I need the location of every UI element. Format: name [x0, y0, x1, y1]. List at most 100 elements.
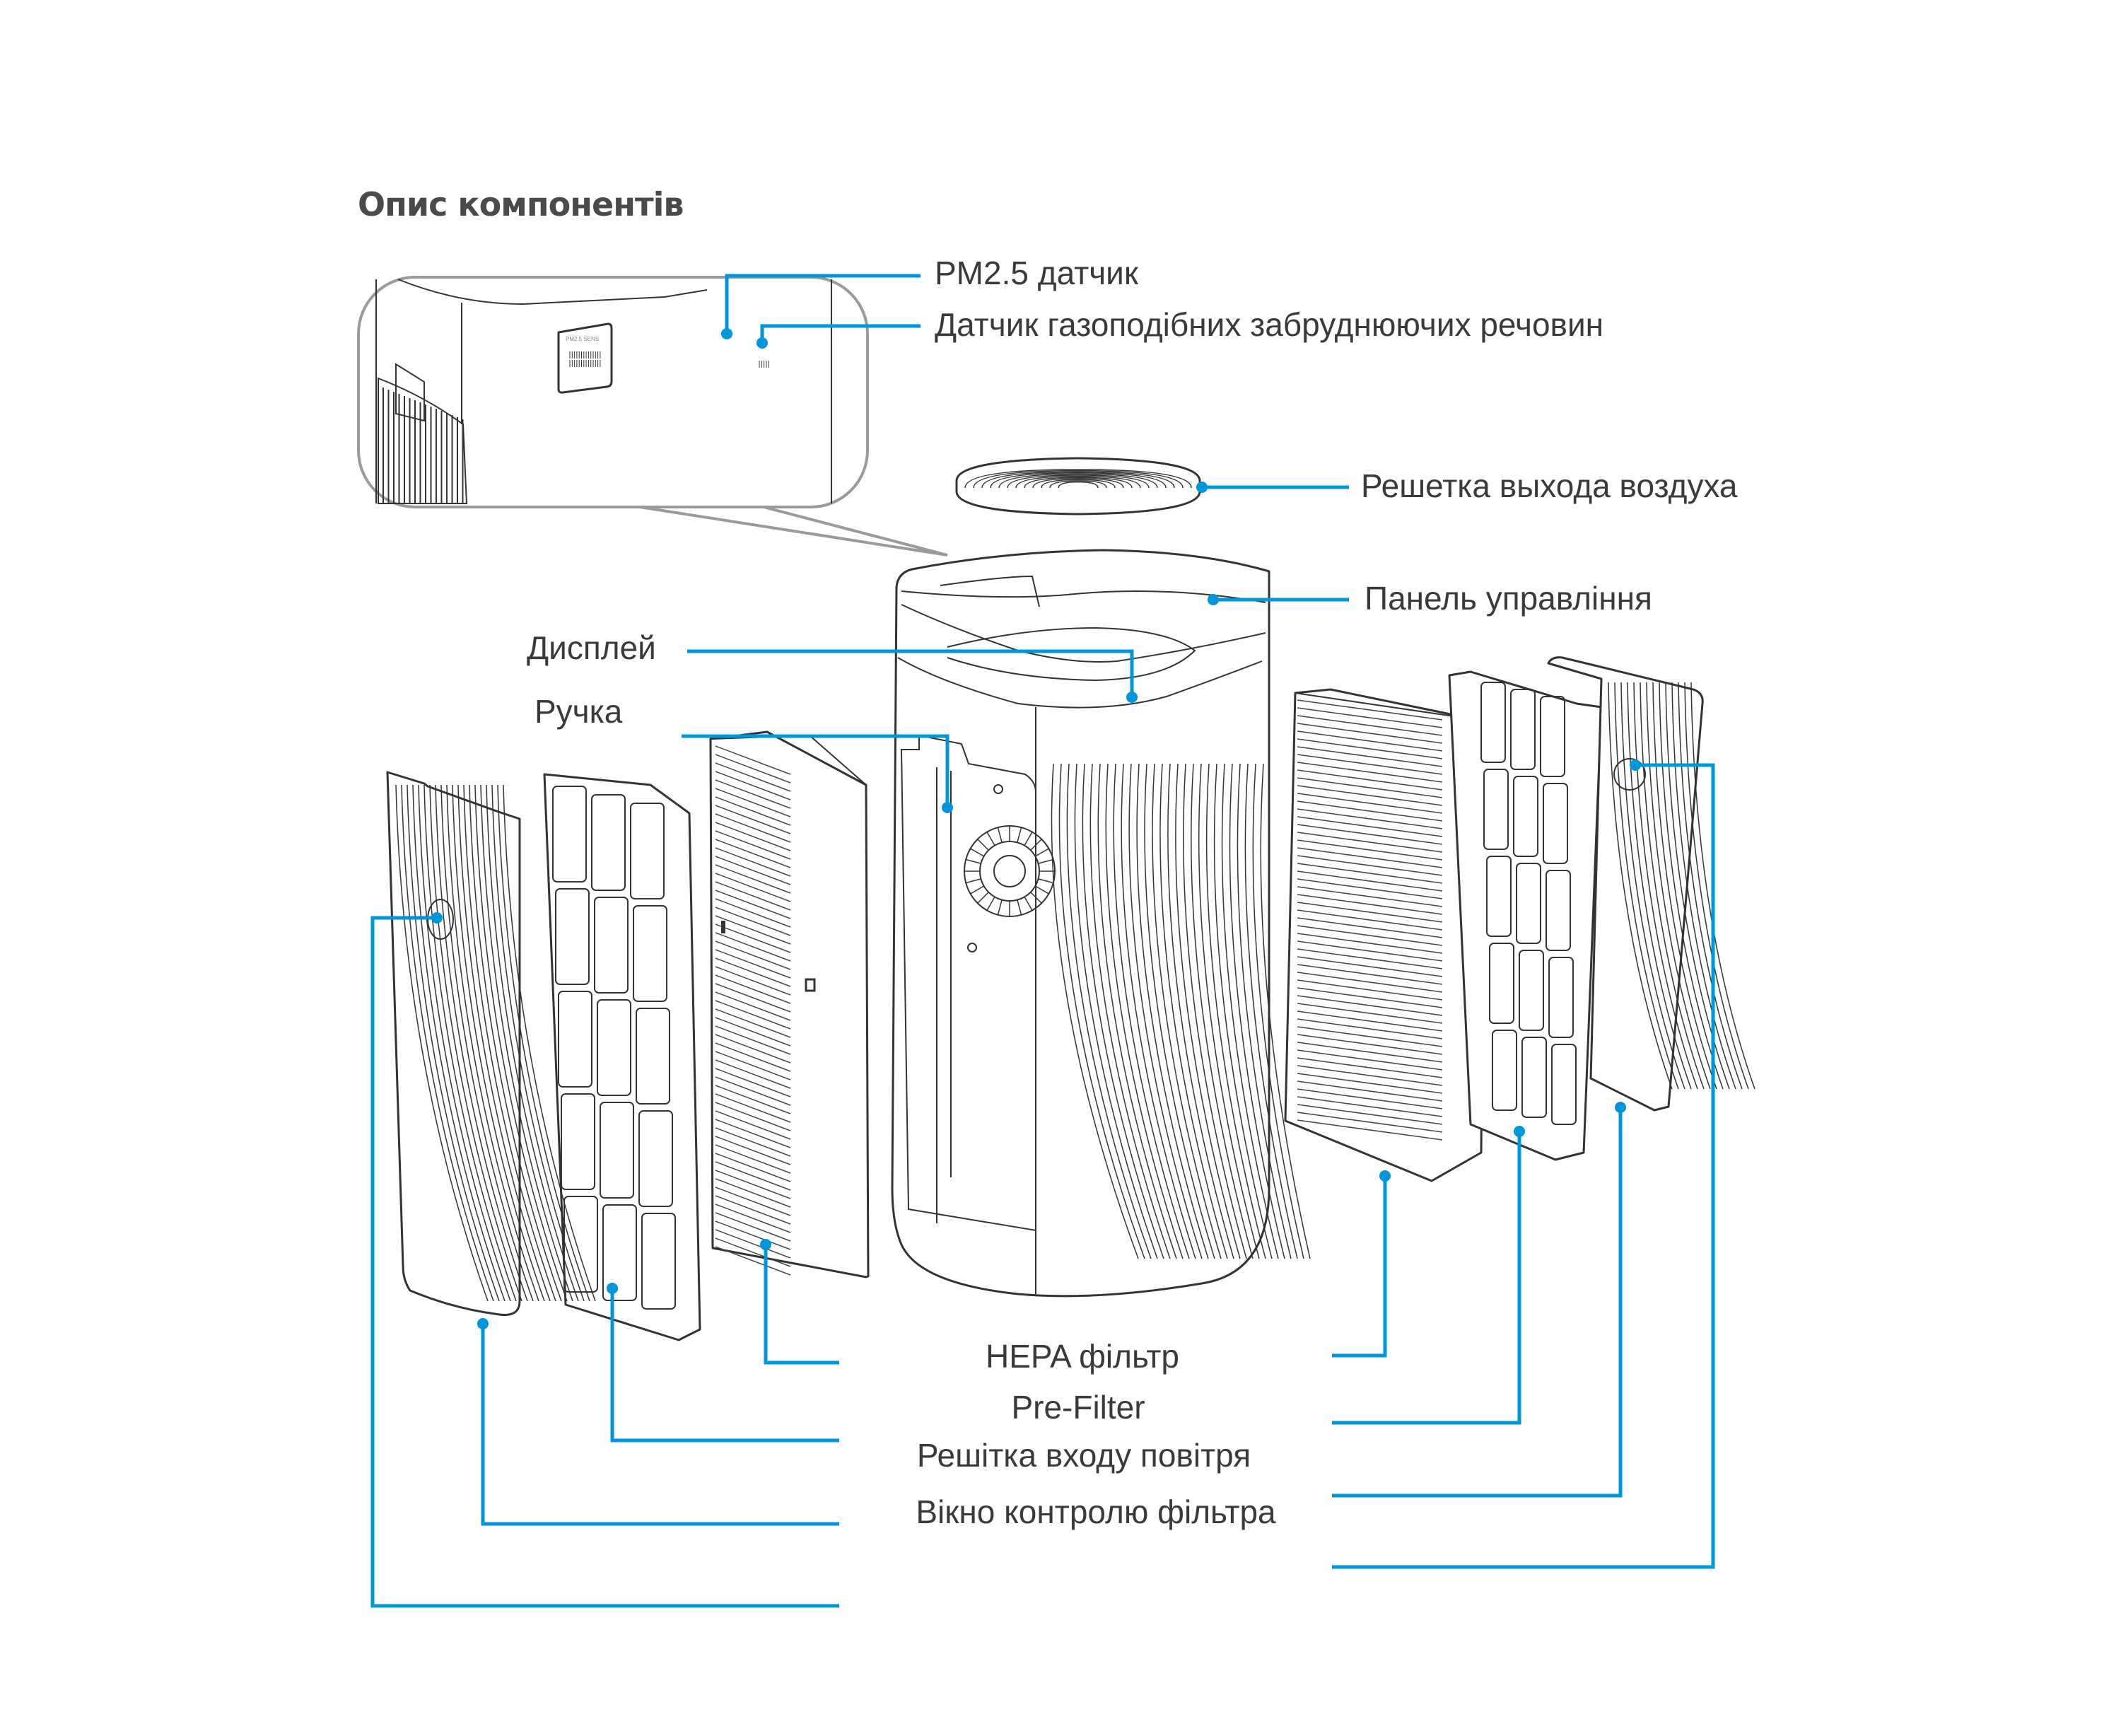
hepa-filter-right-illustration [1284, 688, 1486, 1182]
fan-spoke [1024, 896, 1033, 911]
prefilter-cell [1543, 783, 1568, 864]
fan-spoke [1034, 848, 1049, 857]
prefilter-cell [1513, 776, 1538, 857]
fan-spoke [977, 839, 989, 851]
hepa-pleat [715, 1127, 791, 1157]
hepa-pleat [1297, 1049, 1443, 1071]
grille-arc [1640, 682, 1705, 1090]
hepa-pleat [1297, 762, 1443, 783]
prefilter-cell [1516, 863, 1541, 944]
hepa-pleat [715, 745, 791, 775]
leader-dot-display [1126, 692, 1138, 703]
body-intake-slot [1152, 763, 1222, 1259]
hepa-pleat [1297, 847, 1443, 868]
outlet-ring [964, 469, 1192, 489]
fan-spoke [977, 892, 989, 904]
hepa-pleat [715, 940, 791, 970]
label-gas-sensor: Датчик газоподібних забруднюючих речовин [935, 306, 1604, 343]
hepa-pleat [715, 1204, 791, 1233]
hepa-pleat [715, 1212, 791, 1242]
hepa-pleat [715, 1051, 791, 1080]
prefilter-cell [594, 897, 629, 994]
hepa-pleat [715, 822, 791, 851]
hepa-pleat [1297, 1104, 1443, 1125]
hepa-pleat [1297, 917, 1443, 938]
prefilter-cell [1483, 769, 1509, 850]
hepa-pleat [1297, 1003, 1443, 1024]
body-intake-slot [1244, 763, 1298, 1259]
hepa-pleat [715, 856, 791, 885]
hepa-pleat [1297, 738, 1443, 759]
hepa-pleat [1297, 886, 1443, 907]
fan-spoke [1038, 878, 1054, 884]
prefilter-cell [555, 888, 590, 985]
prefilter-cell [1540, 696, 1565, 777]
leader-dot-filter-window-left [431, 912, 443, 924]
hepa-pleat [715, 890, 791, 919]
grille-arc [503, 784, 596, 1302]
prefilter-cell [636, 1008, 670, 1105]
label-pre-filter: Pre-Filter [1011, 1389, 1145, 1426]
hepa-pleat [715, 1102, 791, 1131]
prefilter-cell [1521, 1037, 1547, 1118]
hepa-pleat [1297, 1042, 1443, 1063]
leader-dot-pm25-sensor [721, 328, 732, 339]
grille-arc [1614, 682, 1679, 1090]
label-inlet-grille: Решітка входу повітря [916, 1437, 1251, 1474]
prefilter-cell [1548, 957, 1574, 1038]
hepa-pleat [715, 957, 791, 987]
hepa-pleat [715, 796, 791, 826]
body-intake-slot [1221, 763, 1279, 1259]
hepa-pleat [715, 1221, 791, 1250]
body-intake-slot [1229, 763, 1285, 1259]
hepa-pleat [1297, 808, 1443, 829]
outlet-ring [973, 470, 1184, 489]
hepa-pleat [1297, 769, 1443, 791]
leader-pm25-sensor [725, 274, 921, 334]
leader-handle [682, 734, 950, 808]
leader-prefilter-left [610, 1288, 839, 1443]
outlet-ring [1024, 477, 1133, 489]
hepa-pleat [715, 1237, 791, 1267]
body-intake-slot [1175, 763, 1241, 1259]
hepa-pleat [1297, 1018, 1443, 1039]
leader-hepa-right [1332, 1176, 1387, 1358]
hepa-pleat [715, 881, 791, 911]
hepa-pleat [1297, 948, 1443, 969]
body-intake-slot [1074, 763, 1158, 1259]
leader-filter-window-left [370, 916, 839, 1608]
inset-pointer-line-left [639, 506, 948, 557]
body-intake-slot [1113, 763, 1190, 1259]
prefilter-cell [552, 786, 587, 882]
hepa-pleat [1297, 746, 1443, 767]
grille-arc [457, 784, 551, 1302]
hepa-pleat [715, 1076, 791, 1106]
body-intake-slot [1097, 763, 1177, 1259]
body-intake-slot [1051, 763, 1139, 1259]
outlet-ring [981, 471, 1175, 489]
prefilter-cell [1551, 1044, 1577, 1125]
hepa-pleat [715, 1042, 791, 1072]
hepa-pleat [1297, 1119, 1443, 1141]
prefilter-cell [1519, 950, 1544, 1031]
hepa-pleat [1297, 707, 1443, 728]
fan-spoke [1030, 839, 1042, 851]
outlet-ring [1032, 478, 1124, 489]
hepa-pleat [715, 1229, 791, 1259]
hepa-pleat [715, 1161, 791, 1191]
grille-arc [452, 784, 545, 1302]
body-intake-slot [1191, 763, 1254, 1259]
prefilter-cell [1510, 689, 1536, 770]
label-pm25-sensor: PM2.5 датчик [935, 255, 1138, 291]
grille-arc [429, 784, 522, 1302]
hepa-pleat [1297, 902, 1443, 923]
inlet-grille-right-illustration [1547, 656, 1755, 1112]
outlet-ring [1049, 480, 1107, 489]
hepa-pleat [715, 754, 791, 783]
body-intake-slot [1198, 763, 1260, 1259]
prefilter-cell [600, 1102, 634, 1199]
hepa-pleat [1297, 785, 1443, 806]
fan-spoke [1034, 885, 1049, 895]
hepa-pleat [715, 1136, 791, 1165]
